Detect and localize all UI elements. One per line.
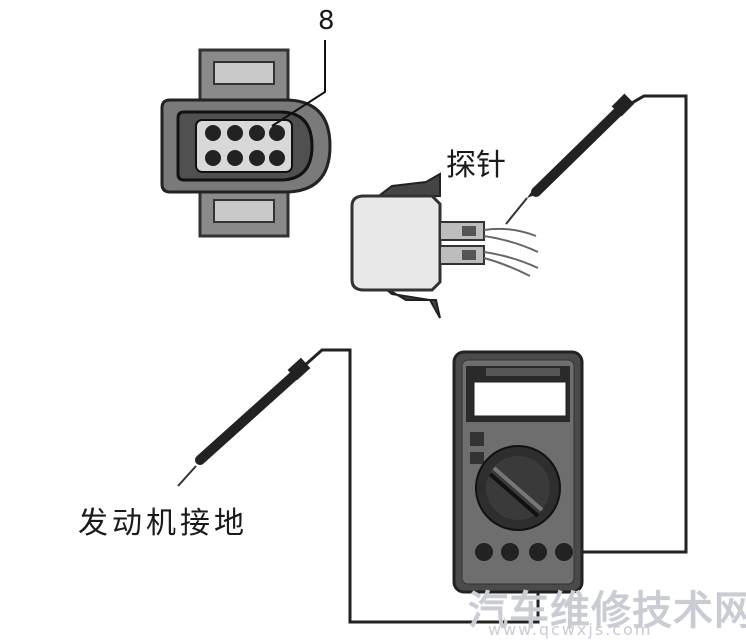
lead-wire-ground <box>303 348 540 624</box>
watermark-url: www.qcwxjs.com <box>488 620 653 639</box>
probe-positive <box>505 93 635 225</box>
engine-ground-label: 发动机接地 <box>78 506 248 541</box>
connector-side-view <box>350 172 539 319</box>
watermark-title: 汽车维修技术网 <box>468 588 746 634</box>
probe-label: 探针 <box>446 148 506 183</box>
multimeter <box>452 350 584 594</box>
probe-ground <box>177 357 311 487</box>
connector-8pin <box>160 40 332 238</box>
lead-wire-positive <box>566 94 688 554</box>
pin-number-label: 8 <box>318 6 335 36</box>
